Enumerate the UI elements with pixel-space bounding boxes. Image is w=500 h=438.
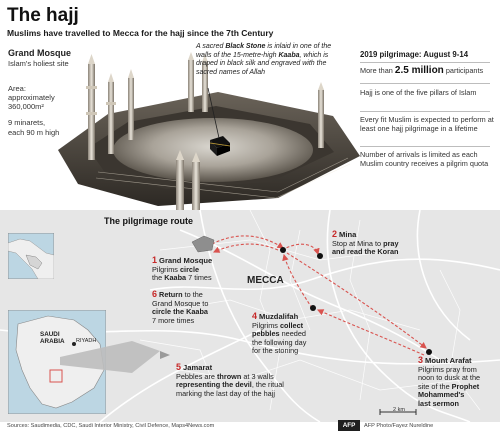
step-1-text-c: the (152, 273, 163, 283)
step-3-text-f: last sermon (418, 398, 459, 408)
step-4-number: 4 (252, 311, 258, 321)
step-5-number: 5 (176, 362, 182, 372)
zoom-arrow (60, 341, 170, 373)
locator-map-region (8, 233, 54, 279)
grand-mosque-title: Grand Mosque (8, 48, 72, 58)
step-6-text-b: Grand Mosque to (152, 298, 209, 308)
step-1-text-d: Kaaba (164, 273, 187, 283)
step-5-text-e: , the ritual (251, 380, 284, 390)
step-6-text-d: 7 more times (152, 315, 195, 325)
stone-kaaba: Kaaba (278, 51, 300, 59)
step-1-text-a: Pilgrims (152, 264, 180, 274)
minarets-line2: each 90 m high (8, 127, 60, 137)
country-word2: ARABIA (40, 338, 65, 345)
step-6-text-c: circle the Kaaba (152, 307, 208, 317)
saudi-arabia-label: SAUDI ARABIA (40, 331, 65, 345)
divider (360, 146, 490, 147)
step-2: 2 Mina Stop at Mina to pray and read the… (332, 230, 442, 257)
step-5-text-d: representing the devil (176, 380, 252, 390)
grand-mosque-subtitle: Islam's holiest site (8, 59, 69, 68)
fact-participants-count: 2.5 million (394, 65, 444, 76)
divider (360, 83, 490, 84)
step-1-text-e: 7 times (186, 273, 212, 283)
step-3-heading: Mount Arafat (425, 356, 472, 365)
area-label-text: Area: (8, 84, 26, 93)
fact-pillars: Hajj is one of the five pillars of Islam (360, 88, 477, 97)
step-5-heading: Jamarat (183, 363, 213, 372)
afp-logo: AFP (338, 420, 360, 431)
step-5-text-b: thrown (216, 371, 242, 381)
minarets-line1: 9 minarets, (8, 118, 46, 127)
step-1: 1 Grand Mosque Pilgrims circle the Kaaba… (152, 256, 247, 283)
step-2-heading: Mina (339, 230, 357, 239)
step-5-text-c: at 3 walls (241, 371, 274, 381)
grand-mosque-photo (58, 52, 360, 216)
step-6: 6 Return to the Grand Mosque to circle t… (152, 290, 242, 325)
photo-credit: AFP Photo/Fayez Nureldine (364, 423, 434, 429)
step-6-number: 6 (152, 289, 158, 299)
step-1-heading: Grand Mosque (159, 256, 213, 265)
step-6-heading: Return (159, 290, 183, 299)
mecca-label: MECCA (247, 275, 284, 286)
fact-participants-pre: More than (360, 66, 395, 75)
page-title: The hajj (7, 5, 79, 26)
country-word1: SAUDI (40, 331, 60, 338)
locator-map-saudi (8, 310, 106, 414)
step-2-text-c: and read the Koran (332, 247, 399, 257)
area-approx-text: approximately (8, 93, 55, 102)
step-3-text-e: Mohammed's (418, 390, 465, 400)
step-2-text-b: pray (383, 238, 399, 248)
step-5-text-f: marking the last day of the hajj (176, 388, 275, 398)
area-label: Area: approximately 360,000m² (8, 84, 55, 111)
step-4-text-d: needed (279, 329, 306, 339)
divider (360, 62, 490, 63)
fact-quota: Number of arrivals is limited as each Mu… (360, 150, 489, 168)
step-4: 4 Muzdalifah Pilgrims collect pebbles ne… (252, 312, 342, 356)
step-4-heading: Muzdalifah (259, 312, 299, 321)
step-3-text-b: noon to dusk at the (418, 373, 481, 383)
step-4-text-b: collect (279, 320, 304, 330)
step-4-text-e: the following day (252, 337, 307, 347)
riyadh-label: RIYADH (76, 338, 97, 344)
step-1-number: 1 (152, 255, 158, 265)
step-3-text-a: Pilgrims pray from (418, 364, 477, 374)
step-5: 5 Jamarat Pebbles are thrown at 3 walls … (176, 363, 336, 398)
stone-bold: Black Stone (225, 43, 266, 50)
minarets-info: 9 minarets, each 90 m high (8, 118, 78, 137)
step-2-text-a: Stop at Mina to (332, 238, 384, 248)
stone-post: is inlaid in one of the walls of the 15-… (196, 43, 332, 59)
pilgrimage-facts-title: 2019 pilgrimage: August 9-14 (360, 50, 469, 59)
step-1-text-b: circle (179, 264, 200, 274)
step-2-number: 2 (332, 229, 338, 239)
area-value: 360,000m² (8, 102, 44, 111)
black-stone-caption: A sacred Black Stone is inlaid in one of… (196, 43, 344, 77)
scale-label: 2 km (393, 407, 405, 413)
step-5-text-a: Pebbles are (176, 371, 217, 381)
step-3: 3 Mount Arafat Pilgrims pray from noon t… (418, 356, 498, 409)
stone-tail: , which is draped in black silk and engr… (196, 51, 329, 76)
divider (360, 111, 490, 112)
fact-participants: More than 2.5 million participants (360, 65, 494, 76)
step-4-text-c: pebbles (252, 329, 280, 339)
step-4-text-f: for the stoning (252, 346, 299, 356)
step-3-text-d: Prophet (451, 381, 480, 391)
stone-pre: A sacred (196, 43, 226, 50)
sources-footer: Sources: Saudimedia, CDC, Saudi Interior… (7, 423, 215, 429)
page-subtitle: Muslims have travelled to Mecca for the … (7, 28, 274, 38)
step-6-text-a: to the (182, 290, 203, 299)
step-3-number: 3 (418, 355, 424, 365)
fact-expected: Every fit Muslim is expected to perform … (360, 115, 494, 133)
step-4-text-a: Pilgrims (252, 320, 280, 330)
fact-participants-post: participants (443, 66, 484, 75)
route-title: The pilgrimage route (104, 216, 194, 226)
step-3-text-c: site of the (418, 381, 452, 391)
